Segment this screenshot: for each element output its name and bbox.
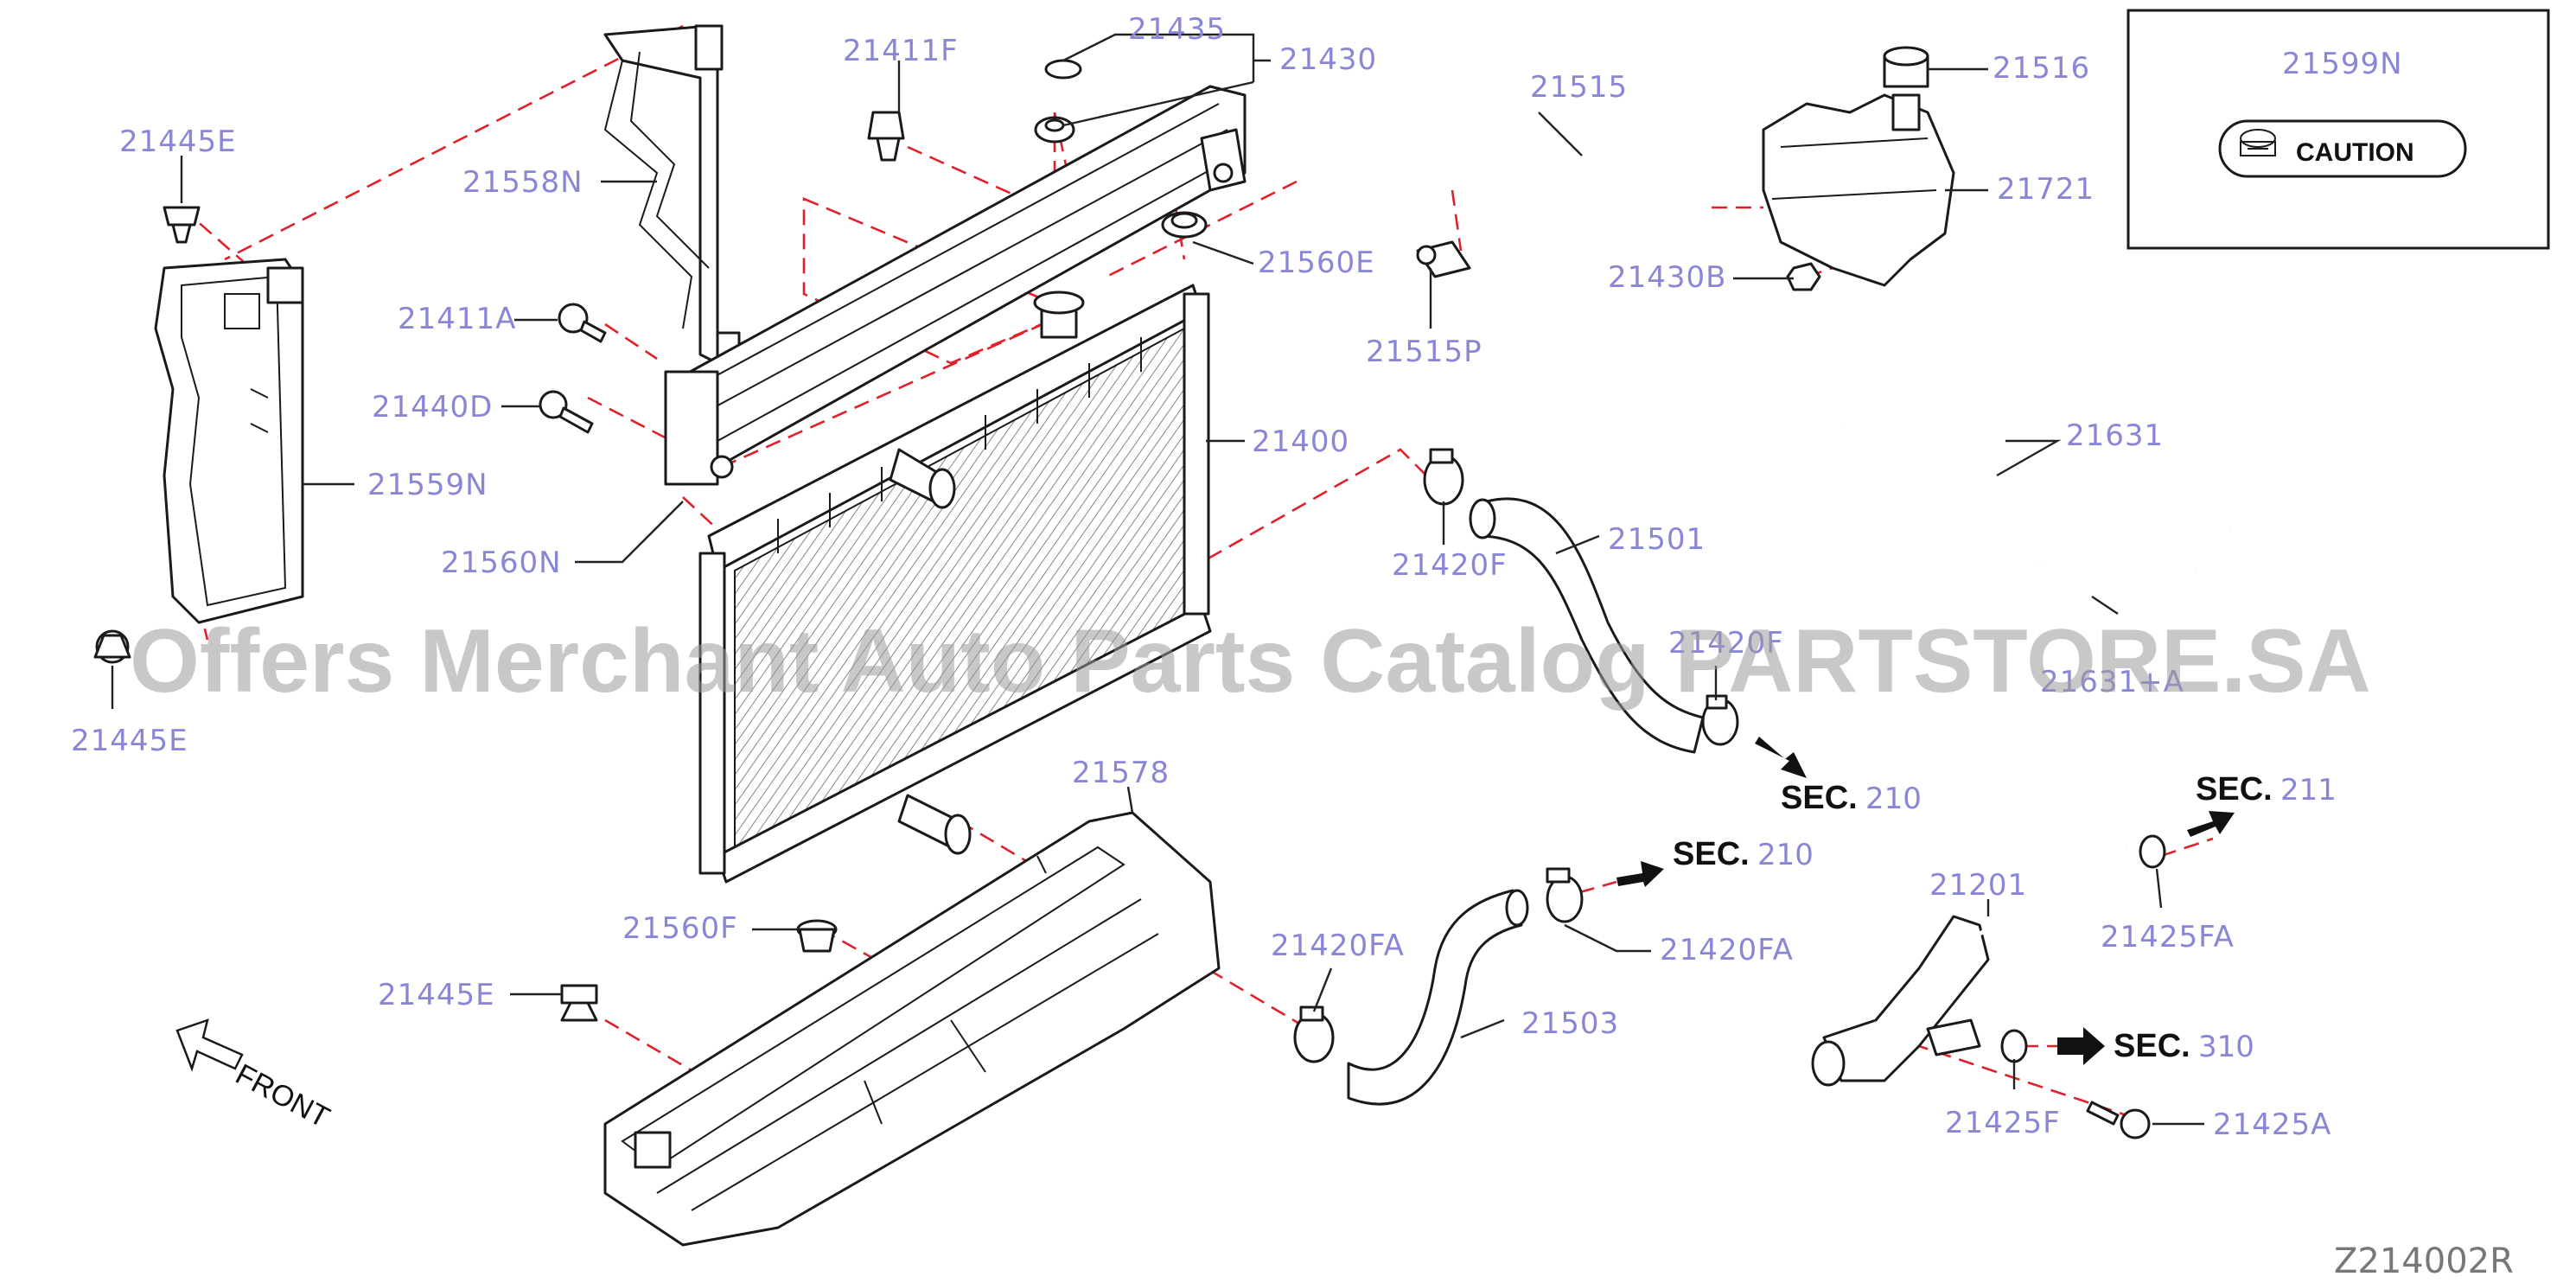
- part-21558n-bracket: [603, 24, 741, 365]
- label-21578: 21578: [1072, 756, 1170, 790]
- watermark-text: Offers Merchant Auto Parts Catalog PARTS…: [130, 611, 2371, 712]
- part-21445e-clip-mid: [93, 629, 131, 664]
- part-21560e-grommet: [1161, 211, 1208, 239]
- part-21411f-clip: [867, 111, 905, 162]
- part-21425f-clamp: [2000, 1029, 2028, 1063]
- label-21420fa-a: 21420FA: [1271, 929, 1405, 963]
- label-21445e-mid: 21445E: [71, 724, 188, 758]
- part-21440d-bolt: [539, 390, 594, 434]
- label-21430b: 21430B: [1608, 260, 1726, 295]
- part-21721-reservoir: [1762, 93, 1955, 287]
- part-21516-reservoir-cap: [1883, 46, 1929, 88]
- label-21631: 21631: [2066, 418, 2164, 453]
- part-21425fa-clamp: [2139, 834, 2166, 869]
- part-labels: 21445E 21558N 21411F 21435 21430 21515 2…: [71, 12, 2331, 1142]
- label-21560n: 21560N: [441, 546, 562, 580]
- part-21501-upper-hose: [1469, 497, 1705, 754]
- label-21411a: 21411A: [398, 302, 516, 336]
- sec-ref-1-num: 210: [1865, 782, 1922, 816]
- label-21631a: 21631+A: [2040, 665, 2184, 699]
- part-21515p-clip: [1416, 240, 1471, 278]
- sec-ref-2-num: 210: [1757, 838, 1814, 872]
- part-21445e-clip-top: [163, 206, 201, 244]
- label-21400: 21400: [1252, 424, 1349, 459]
- part-21201-water-outlet: [1811, 833, 2128, 1087]
- part-21430b-nut: [1786, 262, 1821, 291]
- label-21411f: 21411F: [843, 34, 959, 68]
- part-21515-overflow-hose: [1295, 153, 1712, 210]
- label-21425fa: 21425FA: [2101, 920, 2235, 954]
- label-21425f: 21425F: [1945, 1106, 2061, 1140]
- part-upper-support: [664, 85, 1247, 486]
- label-21430: 21430: [1279, 42, 1377, 77]
- label-21503: 21503: [1521, 1006, 1619, 1041]
- part-21560f-grommet: [796, 919, 838, 953]
- label-21559n: 21559N: [367, 468, 488, 502]
- label-21515: 21515: [1530, 70, 1628, 105]
- label-21420fa-b: 21420FA: [1660, 933, 1794, 967]
- part-21631-hose: [1840, 414, 2232, 529]
- diagram-code: Z214002R: [2334, 1242, 2514, 1281]
- caution-text: CAUTION: [2296, 138, 2414, 167]
- section-references: SEC. 210 SEC. 210 SEC. 211 SEC. 310: [1673, 771, 2337, 1064]
- part-21400-radiator: [698, 284, 1212, 884]
- front-direction-indicator: FRONT: [175, 1018, 335, 1135]
- label-21445e-bot: 21445E: [378, 978, 495, 1012]
- label-21515p: 21515P: [1366, 335, 1482, 369]
- label-21599n: 21599N: [2282, 47, 2403, 81]
- label-21435: 21435: [1128, 12, 1226, 47]
- radiator-cap-icon: [2240, 129, 2276, 156]
- label-21425a: 21425A: [2213, 1107, 2331, 1142]
- part-21420fa-clamp-a: [1293, 1005, 1335, 1063]
- part-21559n-side-shroud: [154, 258, 304, 624]
- label-21445e-top: 21445E: [119, 124, 237, 159]
- part-21631a-hose: [2035, 514, 2216, 616]
- part-21425a-bolt: [2086, 1101, 2151, 1139]
- label-21558n: 21558N: [462, 165, 583, 200]
- sec-ref-3-word: SEC.: [2196, 771, 2273, 807]
- sec-ref-4-word: SEC.: [2114, 1028, 2190, 1064]
- sec-ref-3-num: 211: [2280, 773, 2337, 807]
- section-arrows: [1616, 737, 2235, 1065]
- label-21420f-a: 21420F: [1392, 548, 1508, 583]
- label-21516: 21516: [1993, 51, 2090, 86]
- front-arrow-icon: [175, 1018, 244, 1072]
- part-21420f-clamp-upper: [1423, 448, 1464, 506]
- sec-ref-4-num: 310: [2198, 1030, 2254, 1064]
- label-21560f: 21560F: [622, 911, 738, 946]
- part-21420f-clamp-lower: [1701, 694, 1739, 746]
- label-21201: 21201: [1929, 868, 2027, 903]
- label-21560e: 21560E: [1258, 246, 1375, 280]
- label-21501: 21501: [1608, 522, 1706, 557]
- caution-label-box: 21599N CAUTION: [2126, 9, 2550, 250]
- part-21445e-clip-bot: [560, 984, 598, 1022]
- part-21503-lower-hose: [1347, 889, 1529, 1106]
- part-21411a-bolt: [558, 303, 607, 343]
- sec-ref-1-word: SEC.: [1781, 780, 1858, 816]
- part-21420fa-clamp-b: [1546, 867, 1584, 923]
- label-21440d: 21440D: [372, 390, 493, 424]
- front-label: FRONT: [230, 1058, 335, 1135]
- sec-ref-2-word: SEC.: [1673, 836, 1750, 872]
- label-21420f-b: 21420F: [1668, 626, 1784, 661]
- part-21578-lower-shroud: [603, 811, 1221, 1247]
- label-21721: 21721: [1997, 172, 2095, 207]
- part-21435-cap: [1034, 59, 1082, 144]
